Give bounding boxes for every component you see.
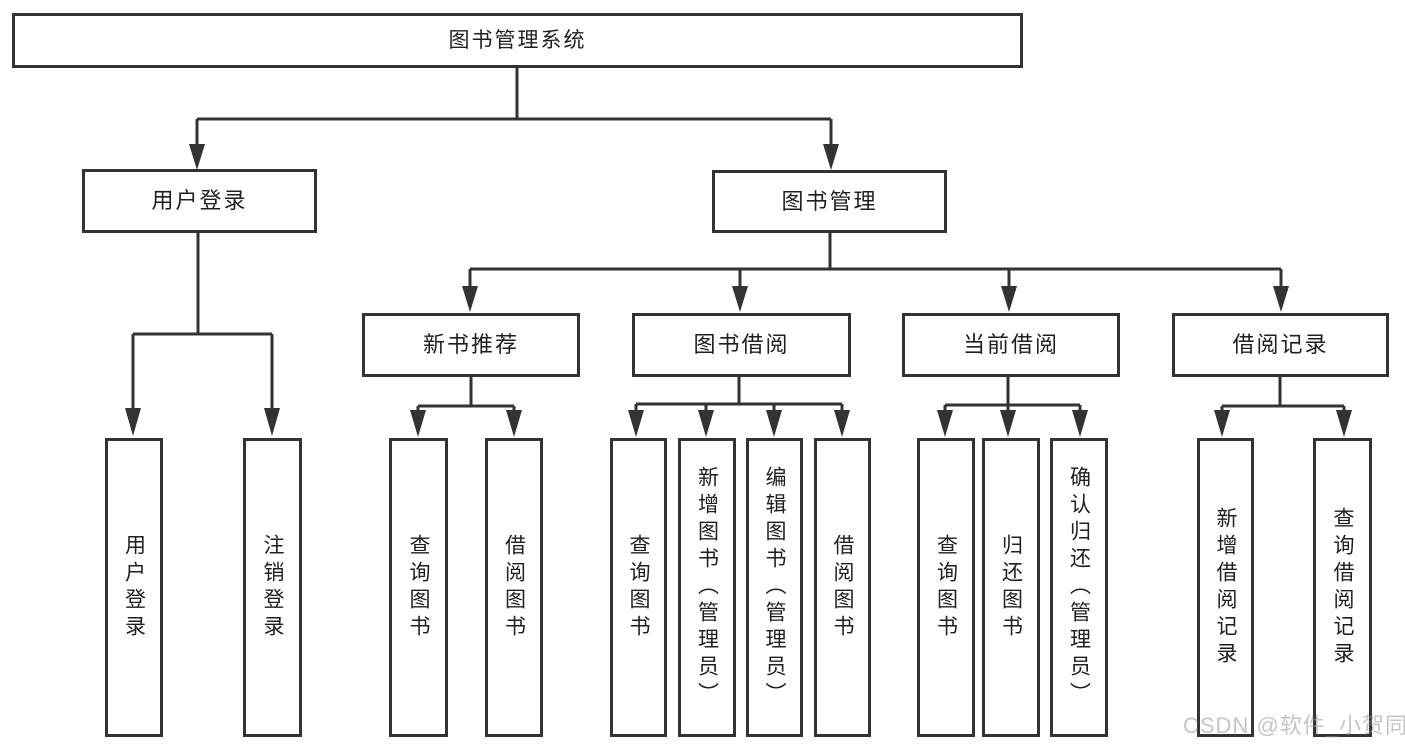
leaf-return-books-label: 归还图书 bbox=[999, 533, 1023, 642]
connector-borrow-record-group bbox=[1220, 377, 1346, 412]
node-new-book-recommend-label: 新书推荐 bbox=[422, 332, 519, 357]
node-root: 图书管理系统 bbox=[12, 13, 1023, 68]
connector-new-book-group bbox=[416, 377, 516, 412]
leaf-query-borrow-record-label: 查询借阅记录 bbox=[1331, 506, 1354, 669]
connector-book-management-branch bbox=[468, 233, 1283, 288]
leaf-return-books: 归还图书 bbox=[982, 438, 1040, 737]
connector-root-to-level2 bbox=[195, 68, 833, 146]
arrowheads-borrow-record-group bbox=[1214, 410, 1352, 437]
arrowheads-user-login-branch bbox=[125, 408, 280, 436]
leaf-edit-books-admin-label: 编辑图书（管理员） bbox=[763, 466, 786, 709]
node-book-borrow-label: 图书借阅 bbox=[693, 332, 790, 357]
connector-current-borrow-group bbox=[943, 377, 1082, 412]
node-root-label: 图书管理系统 bbox=[448, 29, 587, 52]
node-new-book-recommend: 新书推荐 bbox=[362, 313, 580, 377]
leaf-edit-books-admin: 编辑图书（管理员） bbox=[746, 438, 803, 737]
leaf-query-books-1-label: 查询图书 bbox=[407, 533, 430, 642]
leaf-add-books-admin: 新增图书（管理员） bbox=[678, 438, 736, 737]
leaf-confirm-return-admin: 确认归还（管理员） bbox=[1050, 438, 1108, 737]
leaf-borrow-books-1-label: 借阅图书 bbox=[502, 533, 526, 642]
node-book-management-label: 图书管理 bbox=[781, 188, 878, 214]
leaf-query-books-2: 查询图书 bbox=[610, 438, 667, 737]
arrowheads-level3 bbox=[462, 286, 1289, 312]
leaf-user-login: 用户登录 bbox=[105, 438, 163, 737]
leaf-add-borrow-record: 新增借阅记录 bbox=[1197, 438, 1254, 737]
node-user-login-label: 用户登录 bbox=[151, 188, 248, 213]
arrowheads-level2 bbox=[189, 144, 839, 170]
node-user-login: 用户登录 bbox=[82, 169, 317, 233]
leaf-query-borrow-record: 查询借阅记录 bbox=[1313, 438, 1372, 737]
leaf-confirm-return-admin-label: 确认归还（管理员） bbox=[1067, 466, 1091, 709]
leaf-borrow-books-2-label: 借阅图书 bbox=[831, 533, 854, 642]
watermark: CSDN @软件_小贺同学 bbox=[1183, 713, 1405, 738]
leaf-borrow-books-1: 借阅图书 bbox=[485, 438, 543, 737]
leaf-query-books-2-label: 查询图书 bbox=[627, 533, 650, 642]
connector-book-borrow-group bbox=[634, 377, 844, 412]
leaf-logout: 注销登录 bbox=[243, 438, 302, 737]
node-borrow-record: 借阅记录 bbox=[1172, 313, 1389, 377]
arrowheads-new-book-group bbox=[410, 410, 522, 437]
arrowheads-book-borrow-group bbox=[628, 410, 850, 437]
node-borrow-record-label: 借阅记录 bbox=[1232, 332, 1329, 357]
connector-user-login-branch bbox=[131, 233, 274, 410]
leaf-user-login-label: 用户登录 bbox=[122, 533, 146, 642]
leaf-query-books-3: 查询图书 bbox=[917, 438, 975, 737]
node-current-borrow-label: 当前借阅 bbox=[962, 332, 1059, 357]
node-book-borrow: 图书借阅 bbox=[632, 313, 851, 377]
leaf-add-borrow-record-label: 新增借阅记录 bbox=[1214, 506, 1237, 669]
leaf-query-books-1: 查询图书 bbox=[389, 438, 448, 737]
node-current-borrow: 当前借阅 bbox=[902, 313, 1120, 377]
leaf-logout-label: 注销登录 bbox=[261, 533, 284, 642]
node-book-management: 图书管理 bbox=[712, 170, 947, 233]
leaf-query-books-3-label: 查询图书 bbox=[934, 533, 958, 642]
leaf-borrow-books-2: 借阅图书 bbox=[814, 438, 871, 737]
arrowheads-current-borrow-group bbox=[937, 410, 1088, 437]
leaf-add-books-admin-label: 新增图书（管理员） bbox=[695, 466, 719, 709]
